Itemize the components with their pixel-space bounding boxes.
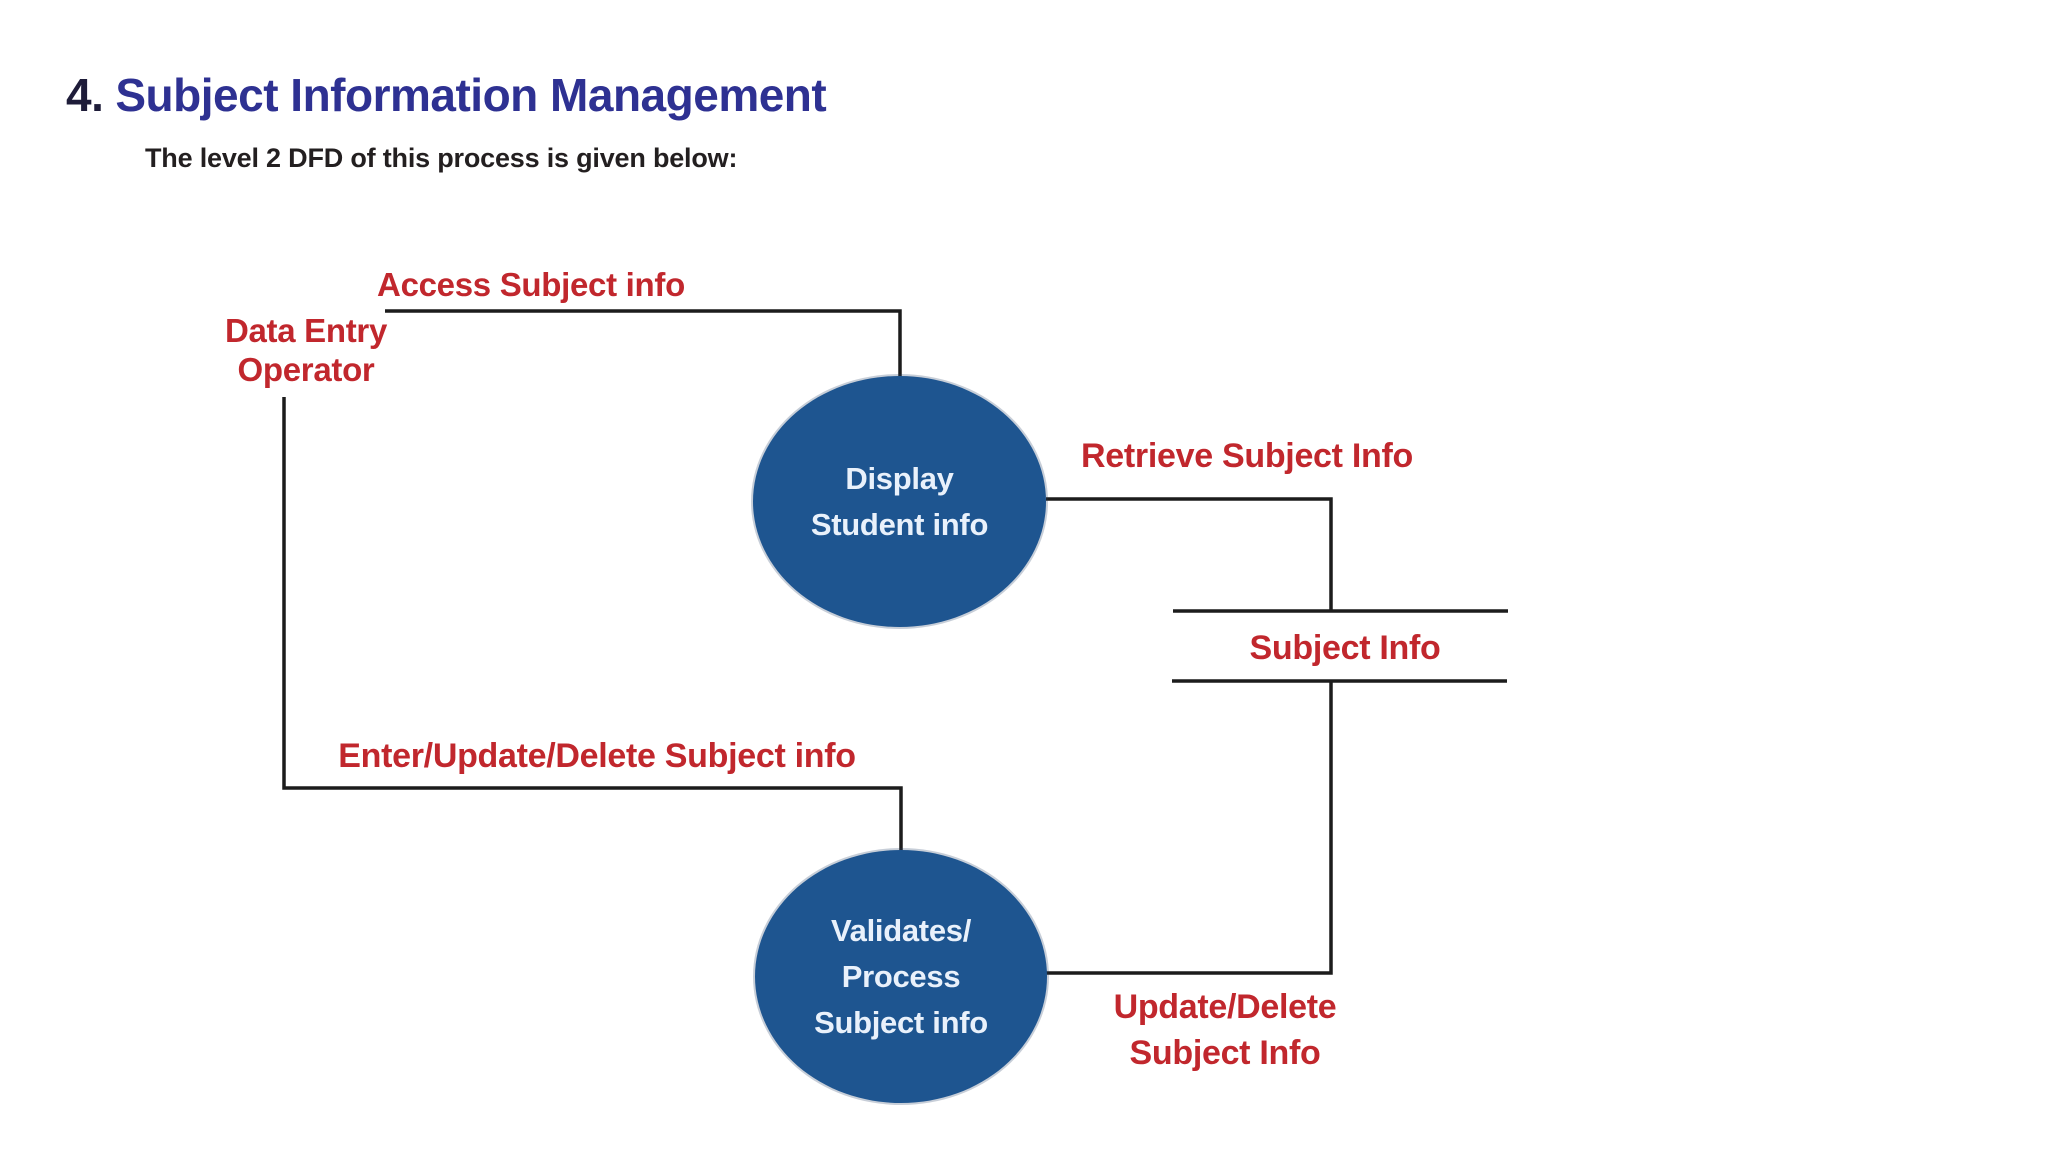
page-title-number: 4. — [66, 69, 104, 121]
process-validate-line2: Process — [841, 958, 961, 994]
external-entity-line1: Data Entry — [224, 312, 388, 349]
flow-retrieve-label: Retrieve Subject Info — [1081, 437, 1413, 475]
flow-update-label: Update/Delete Subject Info — [1114, 984, 1337, 1076]
page-title: 4.Subject Information Management — [66, 68, 827, 122]
process-validate-line1: Validates/ — [830, 912, 972, 948]
page-title-text: Subject Information Management — [115, 69, 827, 121]
flow-enter-connector — [282, 397, 903, 851]
process-display-student-info: Display Student info — [753, 376, 1046, 627]
process-validate-subject-info: Validates/ Process Subject info — [755, 850, 1047, 1103]
process-display-line2: Student info — [810, 506, 989, 542]
external-entity-line2: Operator — [237, 351, 375, 388]
flow-enter-label: Enter/Update/Delete Subject info — [338, 737, 856, 775]
data-store-label: Subject Info — [1249, 629, 1441, 667]
flow-retrieve-connector — [1046, 497, 1333, 611]
flow-access-connector — [385, 309, 902, 377]
process-validate-line3: Subject info — [814, 1004, 988, 1040]
flow-access-label: Access Subject info — [377, 266, 685, 303]
flow-update-line2: Subject Info — [1129, 1034, 1321, 1072]
page-subtitle: The level 2 DFD of this process is given… — [145, 143, 738, 173]
flow-update-line1: Update/Delete — [1113, 988, 1337, 1026]
flow-update-connector — [1044, 681, 1333, 975]
external-entity-label: Data Entry Operator — [225, 311, 387, 389]
process-display-line1: Display — [845, 460, 954, 496]
